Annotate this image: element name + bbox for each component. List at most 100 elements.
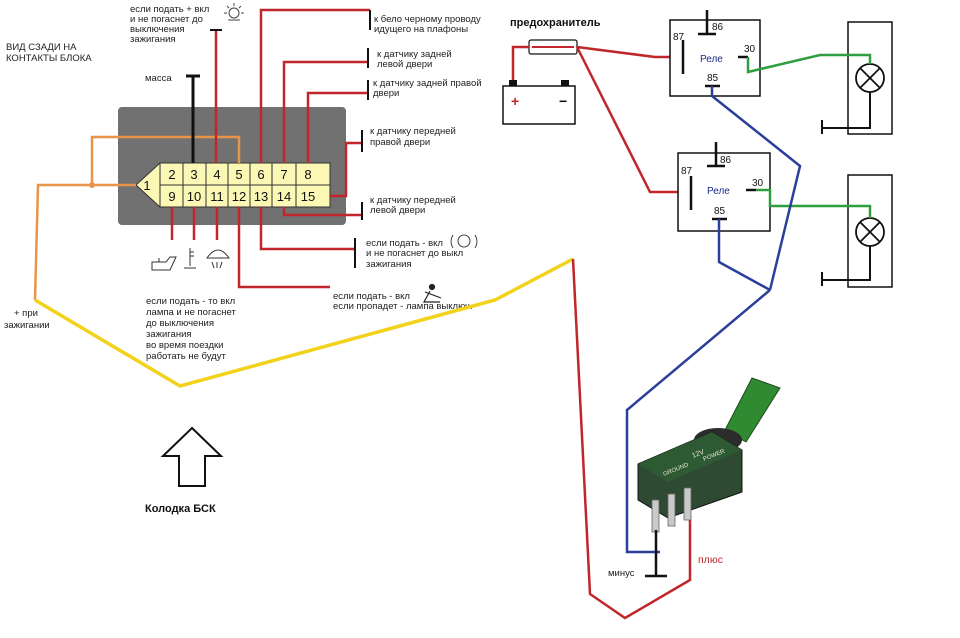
pin-9: 9 [168, 189, 175, 204]
wire-battery-fuse [511, 45, 529, 80]
wire-green-1 [746, 53, 872, 74]
connector-pin-grid [159, 163, 297, 207]
lamp-2-cross-b [859, 221, 881, 243]
battery-terminal-minus [561, 80, 569, 86]
bottom-line2: лампа и не погаснет [146, 307, 236, 318]
relay-2-name: Реле [707, 186, 730, 197]
wire-orange-ignition [33, 183, 92, 301]
top1-line1: если подать + вкл [130, 4, 209, 15]
wire-fuse-relay1 [576, 45, 682, 59]
lamp-1-ground [822, 92, 871, 129]
wire-blue-relay2 [717, 219, 771, 292]
wire-blue-relay1 [710, 86, 802, 291]
oil-can-icon [151, 256, 177, 271]
pin-5: 5 [235, 167, 242, 182]
wire-pin14 [282, 207, 362, 217]
bottom-line6: работать не будут [146, 351, 226, 362]
wire-fuse-relay2 [575, 46, 682, 194]
lamp-2-ground [822, 246, 871, 281]
relay-2-pin30: 30 [752, 178, 764, 189]
r3-line1: к датчику передней [370, 126, 456, 137]
toggle-switch: 12V GROUND POWER [637, 377, 781, 533]
washer-fluid-icon [206, 249, 230, 269]
wire-pin13 [259, 207, 355, 251]
pin-7: 7 [280, 167, 287, 182]
r2-line1: к датчику задней правой [373, 78, 482, 89]
relay-1-pin30: 30 [744, 44, 756, 55]
top2-line2: идущего на плафоны [374, 24, 468, 35]
pin-12: 12 [232, 189, 246, 204]
block-title: Колодка БСК [145, 503, 216, 515]
wire-green-2 [756, 188, 872, 218]
light-indicator-icon [450, 234, 478, 249]
battery-terminal-plus [509, 80, 517, 86]
r3-line2: правой двери [370, 137, 430, 148]
switch-terminal-3 [683, 487, 692, 521]
relay-2-pin85: 85 [714, 206, 726, 217]
wire-blue-switch [625, 289, 771, 554]
wire-red-switch [571, 258, 692, 620]
switch-terminal-1 [651, 499, 660, 533]
wire-yellow [34, 257, 574, 388]
ignition-line1: + при [14, 308, 38, 319]
r4-line1: к датчику передней [370, 195, 456, 206]
pin-3: 3 [190, 167, 197, 182]
lamp-1-cross-b [859, 67, 881, 89]
pin-13: 13 [254, 189, 268, 204]
r6-line1: если подать - вкл [333, 291, 410, 302]
battery-plus-icon: + [511, 93, 519, 109]
massa-label: масса [145, 73, 172, 84]
r2-line2: двери [373, 88, 399, 99]
top1-line3: выключения [130, 24, 185, 35]
plus-label: плюс [698, 554, 723, 566]
r1-line2: левой двери [377, 59, 432, 70]
bottom-line4: зажигания [146, 329, 192, 340]
pin-11: 11 [210, 189, 224, 204]
wire-orange-pin5 [90, 135, 241, 187]
relay-2-pin86: 86 [720, 155, 732, 166]
pin-10: 10 [187, 189, 201, 204]
relay-1-name: Реле [700, 54, 723, 65]
arrow-up-icon [160, 426, 224, 487]
seatbelt-icon [422, 283, 442, 303]
pin-14: 14 [277, 189, 291, 204]
r6-line2: если пропадет - лампа выключ. [333, 301, 473, 312]
relay-1-pin86: 86 [712, 22, 724, 33]
r5-line3: зажигания [366, 259, 412, 270]
battery [502, 85, 576, 125]
switch-terminal-2 [667, 493, 676, 527]
r4-line2: левой двери [370, 205, 425, 216]
interior-light-icon [224, 3, 244, 21]
battery-minus-icon: − [559, 93, 567, 109]
pin-8: 8 [304, 167, 311, 182]
r5-line2: и не погаснет до выкл [366, 248, 463, 259]
view-label-line1: ВИД СЗАДИ НА [6, 42, 77, 53]
pin-2: 2 [168, 167, 175, 182]
r5-line1: если подать - вкл [366, 238, 443, 249]
minus-label: минус [608, 568, 635, 579]
wire-pin12 [237, 207, 330, 289]
top2-line1: к бело черному проводу [374, 14, 481, 25]
pin-4: 4 [213, 167, 220, 182]
relay-1-pin87: 87 [673, 32, 685, 43]
bottom-line3: до выключения [146, 318, 214, 329]
top1-line2: и не погаснет до [130, 14, 203, 25]
relay-2-pin87: 87 [681, 166, 693, 177]
fuse-label: предохранитель [510, 17, 601, 29]
bottom-line1: если подать - то вкл [146, 296, 235, 307]
wire-pin8 [306, 91, 368, 163]
pin-15: 15 [301, 189, 315, 204]
pin-6: 6 [257, 167, 264, 182]
ignition-line2: зажигании [4, 320, 50, 331]
bottom-line5: во время поездки [146, 340, 223, 351]
junction-dot [89, 182, 95, 188]
coolant-temp-icon [184, 248, 196, 269]
view-label-line2: КОНТАКТЫ БЛОКА [6, 53, 92, 64]
switch-text-top: 12V [691, 449, 705, 460]
pin-1: 1 [143, 178, 150, 193]
wire-pin7 [282, 60, 368, 163]
top1-line4: зажигания [130, 34, 176, 45]
wire-pin6 [259, 8, 370, 163]
r1-line1: к датчику задней [377, 49, 452, 60]
